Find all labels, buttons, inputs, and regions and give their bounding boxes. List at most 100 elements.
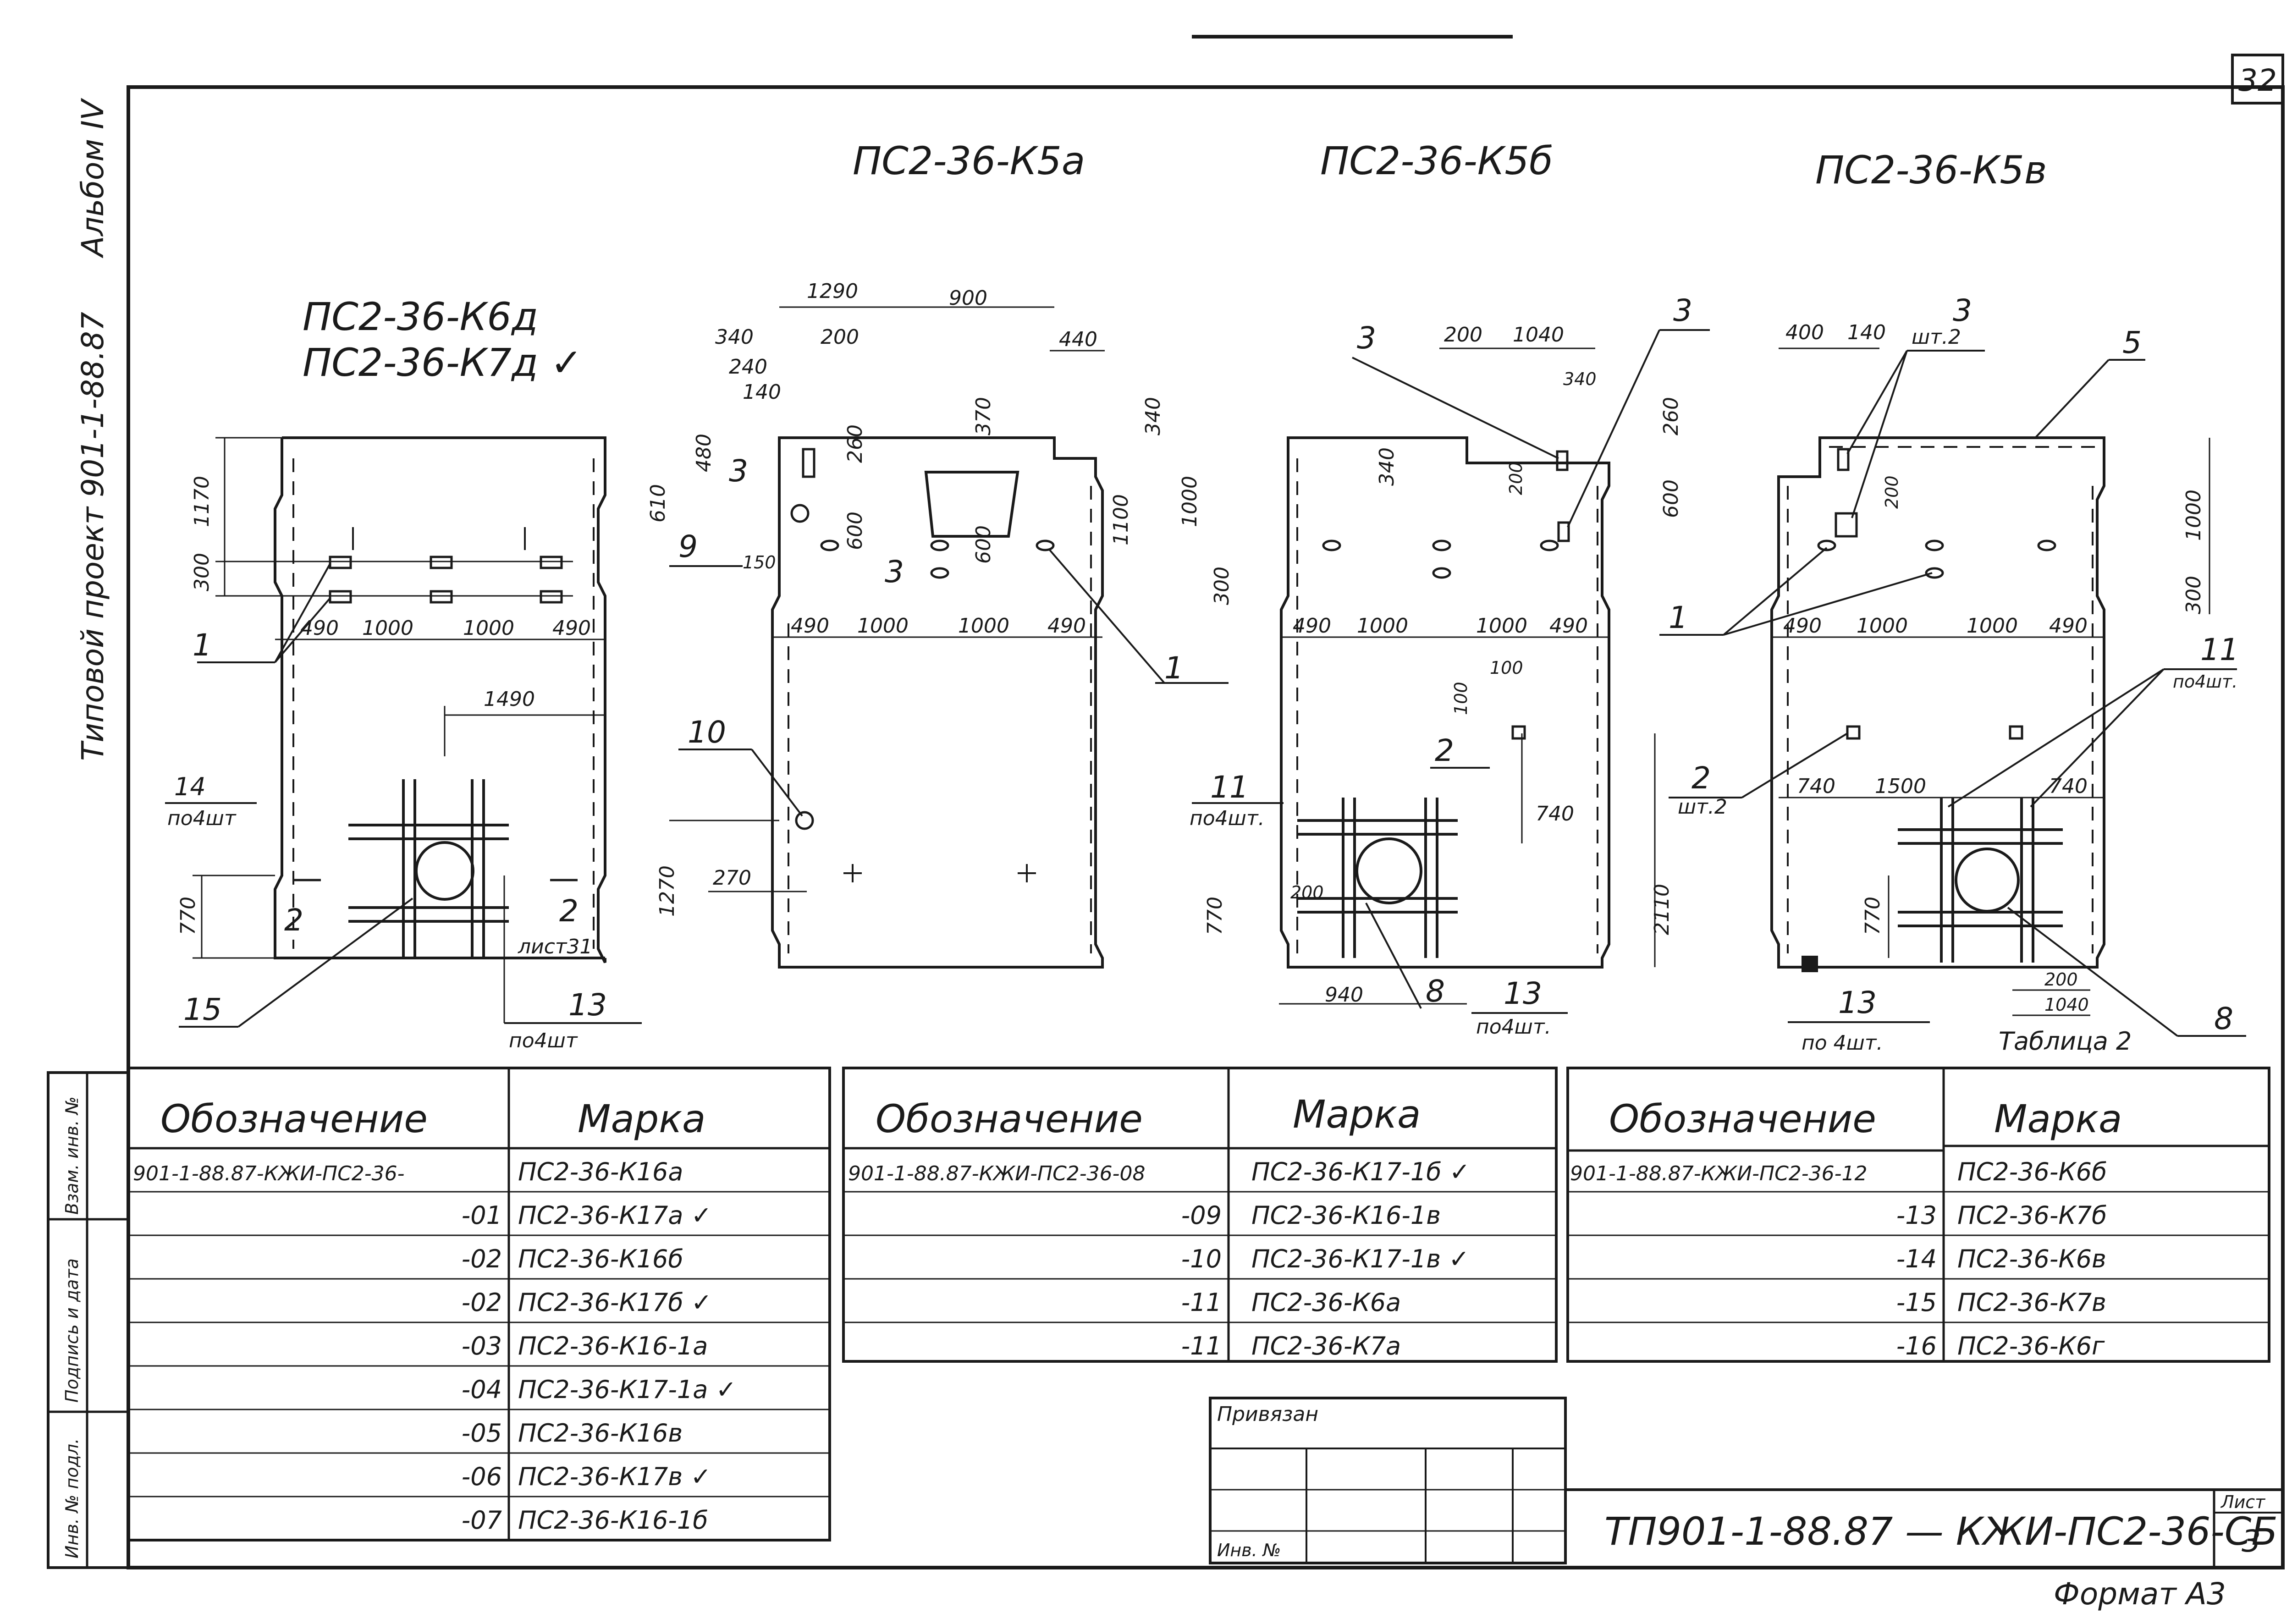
v4-callout-13: 13 <box>1838 985 1877 1020</box>
t1-r8-designation: -07 <box>462 1506 502 1535</box>
v4-dim-490b: 490 <box>2049 614 2088 638</box>
v1-section-2b: 2 <box>559 893 579 929</box>
v3-callout-3b: 3 <box>1673 293 1692 328</box>
v1-callout-14: 14 <box>174 772 206 801</box>
v4-callout-2: 2 <box>1691 760 1711 796</box>
v1-dim-1000a: 1000 <box>362 617 413 640</box>
v3-dim-1000b: 1000 <box>1476 614 1527 638</box>
v3-dim-1040: 1040 <box>1513 323 1564 347</box>
v4-dim-140: 140 <box>1847 321 1886 344</box>
v2-dim-1100: 1100 <box>1109 494 1133 545</box>
table-3: Обозначение Марка 901-1-88.87-КЖИ-ПС2-36… <box>1566 1067 2270 1363</box>
v2-dim-150: 150 <box>743 552 776 573</box>
left-margin-notes: Альбом IV Типовой проект 901-1-88.87 <box>75 98 110 761</box>
format-label: Формат А3 <box>2054 1576 2226 1612</box>
v3-dim-490a: 490 <box>1293 614 1331 638</box>
v3-dim-940: 940 <box>1325 983 1363 1007</box>
v3-callout-11: 11 <box>1210 770 1249 805</box>
v3-dim-600: 600 <box>1659 479 1683 518</box>
v3-dim-100a: 100 <box>1490 658 1523 678</box>
v1-section-2a: 2 <box>284 903 303 938</box>
v3-callout-3a: 3 <box>1357 320 1376 356</box>
v3-dim-100b: 100 <box>1451 682 1471 715</box>
stamp-inv-label: Инв. № подл. <box>62 1438 82 1558</box>
v2-dim-270: 270 <box>713 866 751 890</box>
v2-dim-340b: 340 <box>1141 397 1165 435</box>
inv-no-label: Инв. № <box>1217 1540 1281 1560</box>
view-k5b-title: ПС2-36-К5б <box>1320 138 1553 183</box>
t2-r0-designation: 901-1-88.87-КЖИ-ПС2-36-08 <box>848 1162 1146 1185</box>
view-k5v: ПС2-36-К5в 400 140 200 1000 490 1000 100… <box>1659 148 2246 1056</box>
t1-r1-mark: ПС2-36-К17а ✓ <box>518 1201 712 1230</box>
title-block: ТП901-1-88.87 — КЖИ-ПС2-36-СБ Лист 3 Фор… <box>1565 1488 2283 1612</box>
t2-header-mark: Марка <box>1293 1092 1421 1137</box>
v1-dim-490a: 490 <box>300 617 339 640</box>
v3-dim-200a: 200 <box>1444 323 1482 347</box>
t1-r3-designation: -02 <box>462 1288 502 1317</box>
t1-r3-mark: ПС2-36-К17б ✓ <box>518 1288 712 1317</box>
binding-stamp: Привязан Инв. № <box>1209 1397 1567 1564</box>
t2-r1-mark: ПС2-36-К16-1в <box>1251 1201 1441 1230</box>
view-k5v-title: ПС2-36-К5в <box>1815 148 2047 193</box>
v2-dim-200: 200 <box>821 325 859 349</box>
v2-dim-900: 900 <box>949 286 987 310</box>
v2-dim-490a: 490 <box>791 614 829 638</box>
list-label: Лист <box>2220 1492 2266 1512</box>
t3-r4-designation: -16 <box>1896 1332 1937 1360</box>
t3-header-designation: Обозначение <box>1609 1096 1876 1141</box>
t1-r6-mark: ПС2-36-К16в <box>518 1419 683 1448</box>
t1-r2-designation: -02 <box>462 1244 502 1273</box>
t1-r1-designation: -01 <box>462 1201 502 1230</box>
v2-callout-3b: 3 <box>885 554 904 589</box>
v1-dim-1000b: 1000 <box>463 617 514 640</box>
t2-r3-mark: ПС2-36-К6а <box>1251 1288 1401 1317</box>
table-1: Обозначение Марка 901-1-88.87-КЖИ-ПС2-36… <box>127 1067 831 1541</box>
t1-r0-designation: 901-1-88.87-КЖИ-ПС2-36- <box>133 1162 405 1185</box>
v4-dim-1000b: 1000 <box>1967 614 2018 638</box>
v4-dim-200b: 200 <box>2044 969 2078 990</box>
t3-r0-designation: 901-1-88.87-КЖИ-ПС2-36-12 <box>1570 1162 1868 1185</box>
t1-r7-mark: ПС2-36-К17в ✓ <box>518 1462 711 1491</box>
v1-callout-13: 13 <box>568 987 607 1023</box>
v2-dim-490b: 490 <box>1047 614 1086 638</box>
v2-dim-610: 610 <box>646 484 670 523</box>
binding-label: Привязан <box>1217 1403 1318 1426</box>
t1-r5-designation: -04 <box>462 1375 502 1404</box>
t1-r4-mark: ПС2-36-К16-1а <box>518 1332 708 1360</box>
v3-opening <box>1297 798 1458 958</box>
v1-callout-1: 1 <box>193 628 212 663</box>
v2-dim-600b: 600 <box>972 525 995 564</box>
stamp-sign-label: Подпись и дата <box>62 1258 82 1403</box>
v4-dim-740b: 740 <box>2049 775 2088 798</box>
v3-dim-200b: 200 <box>1506 462 1526 495</box>
t3-r3-designation: -15 <box>1896 1288 1937 1317</box>
v1-dim-770: 770 <box>176 897 200 935</box>
t3-header-mark: Марка <box>1994 1096 2122 1141</box>
view-k6d-k7d: ПС2-36-К6д ПС2-36-К7д ✓ 1170 300 490 100… <box>165 294 642 1052</box>
v3-callout-2: 2 <box>1435 733 1454 768</box>
v1-callout-13-qty: по4шт <box>509 1029 578 1052</box>
v2-callout-9: 9 <box>678 529 698 564</box>
t1-r4-designation: -03 <box>462 1332 502 1360</box>
view-k6d-title-2: ПС2-36-К7д ✓ <box>303 340 583 385</box>
v2-dim-260: 260 <box>843 424 867 463</box>
t3-r4-mark: ПС2-36-К6г <box>1957 1332 2105 1360</box>
v3-callout-11-qty: по4шт. <box>1190 807 1265 830</box>
v2-dim-370: 370 <box>972 397 995 435</box>
v4-callout-3: 3 <box>1953 293 1972 328</box>
v4-dim-770: 770 <box>1861 897 1884 935</box>
t3-r1-designation: -13 <box>1896 1201 1937 1230</box>
t3-r0-mark: ПС2-36-К6б <box>1957 1157 2107 1186</box>
v2-dim-140: 140 <box>743 380 781 404</box>
album-label: Альбом IV <box>75 98 110 259</box>
v2-dim-600a: 600 <box>843 512 867 550</box>
v4-callout-3-qty: шт.2 <box>1912 325 1961 349</box>
t2-r0-mark: ПС2-36-К17-1б ✓ <box>1251 1157 1470 1186</box>
t3-r2-mark: ПС2-36-К6в <box>1957 1244 2106 1273</box>
v1-section-sheet: лист31 <box>518 935 593 958</box>
v4-dim-1000: 1000 <box>2182 490 2205 541</box>
v2-callout-1: 1 <box>1164 650 1184 686</box>
v3-dim-1000a: 1000 <box>1357 614 1408 638</box>
v4-callout-11-qty: по4шт. <box>2173 672 2237 692</box>
v4-callout-11: 11 <box>2200 632 2239 667</box>
